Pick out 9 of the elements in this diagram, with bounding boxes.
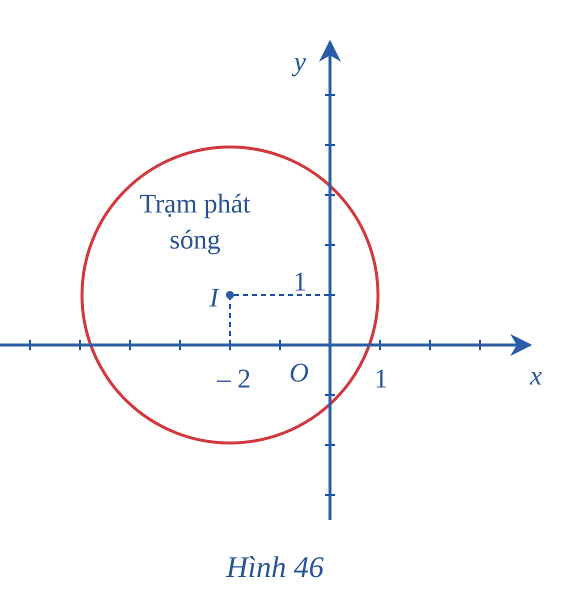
place-label: Trạm phát sóng [138, 188, 252, 257]
figure-caption: Hình 46 [226, 553, 324, 583]
tick-label: 1 [293, 268, 307, 296]
origin-label: O [289, 360, 309, 386]
tick-label: 1 [374, 366, 388, 392]
tick-label: – 2 [217, 366, 251, 392]
point-label: I [210, 284, 218, 312]
axis-label: y [294, 48, 306, 76]
axis-label: x [530, 362, 542, 390]
